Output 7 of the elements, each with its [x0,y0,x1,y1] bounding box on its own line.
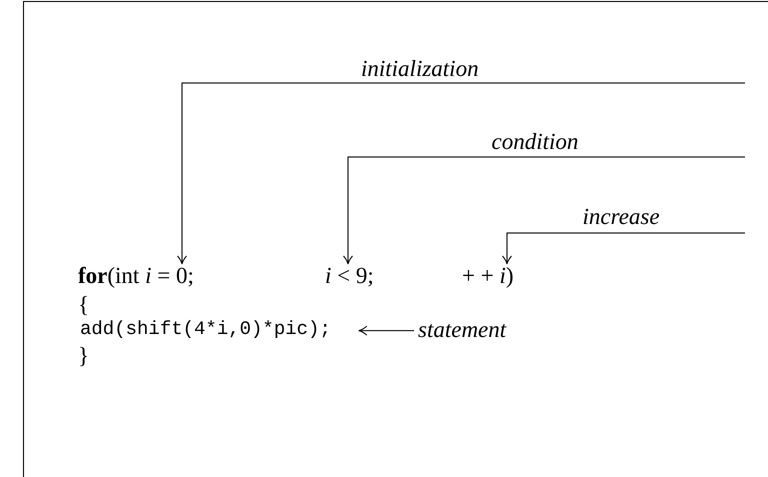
brace: } [78,343,90,368]
annotation-text: statement [418,317,506,342]
code-text: add(shift(4*i,0)*pic); [80,319,331,340]
brace: { [78,292,90,318]
code-text: for(int i = 0; [78,263,194,288]
code-text: + + i) [462,263,514,288]
code-text: i < 9; [325,263,374,288]
